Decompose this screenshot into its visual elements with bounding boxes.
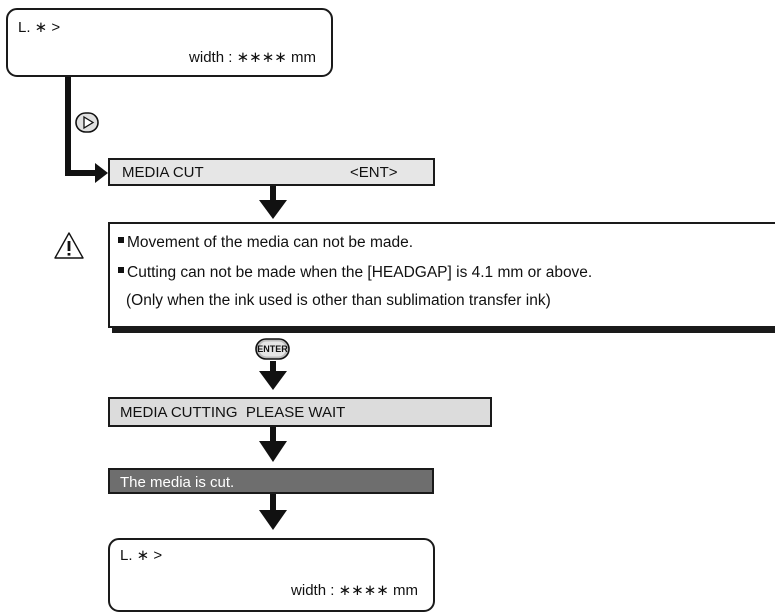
arrow-down-4 — [259, 510, 287, 530]
warning-item-1: Movement of the media can not be made. — [118, 234, 413, 252]
media-cut-key: <ENT> — [350, 164, 398, 181]
connector-line-left — [65, 77, 95, 176]
arrow-down-2 — [259, 371, 287, 390]
top-lcd-display: L. ∗ > width : ∗∗∗∗ mm — [6, 8, 333, 77]
bottom-lcd-display: L. ∗ > width : ∗∗∗∗ mm — [108, 538, 435, 612]
warning-box: Movement of the media can not be made. C… — [108, 222, 775, 328]
cut-done-text: The media is cut. — [120, 474, 235, 491]
enter-key-label: ENTER — [257, 343, 288, 354]
arrow-down-1 — [259, 200, 287, 219]
arrow-into-media-cut — [95, 163, 108, 183]
media-cut-display: MEDIA CUT <ENT> — [108, 158, 435, 186]
cut-done-display: The media is cut. — [108, 468, 434, 494]
bullet-icon — [118, 237, 124, 243]
top-lcd-line1: L. ∗ > — [18, 19, 61, 36]
right-arrow-key-icon — [75, 112, 99, 133]
bullet-icon — [118, 267, 124, 273]
warning-item-3: (Only when the ink used is other than su… — [126, 292, 551, 309]
cutting-display: MEDIA CUTTING PLEASE WAIT — [108, 397, 492, 427]
enter-key-icon — [255, 338, 290, 360]
arrow-down-3 — [259, 441, 287, 462]
bottom-lcd-line2: width : ∗∗∗∗ mm — [291, 582, 418, 599]
warning-item-1-text: Movement of the media can not be made. — [127, 234, 414, 251]
bottom-lcd-line1: L. ∗ > — [120, 547, 163, 564]
cutting-display-text: MEDIA CUTTING PLEASE WAIT — [120, 404, 346, 421]
warning-item-2: Cutting can not be made when the [HEADGA… — [118, 264, 592, 282]
media-cut-label: MEDIA CUT — [122, 164, 204, 181]
warning-item-2-text: Cutting can not be made when the [HEADGA… — [127, 264, 593, 281]
top-lcd-line2: width : ∗∗∗∗ mm — [189, 49, 316, 66]
warning-triangle-icon — [54, 232, 84, 259]
